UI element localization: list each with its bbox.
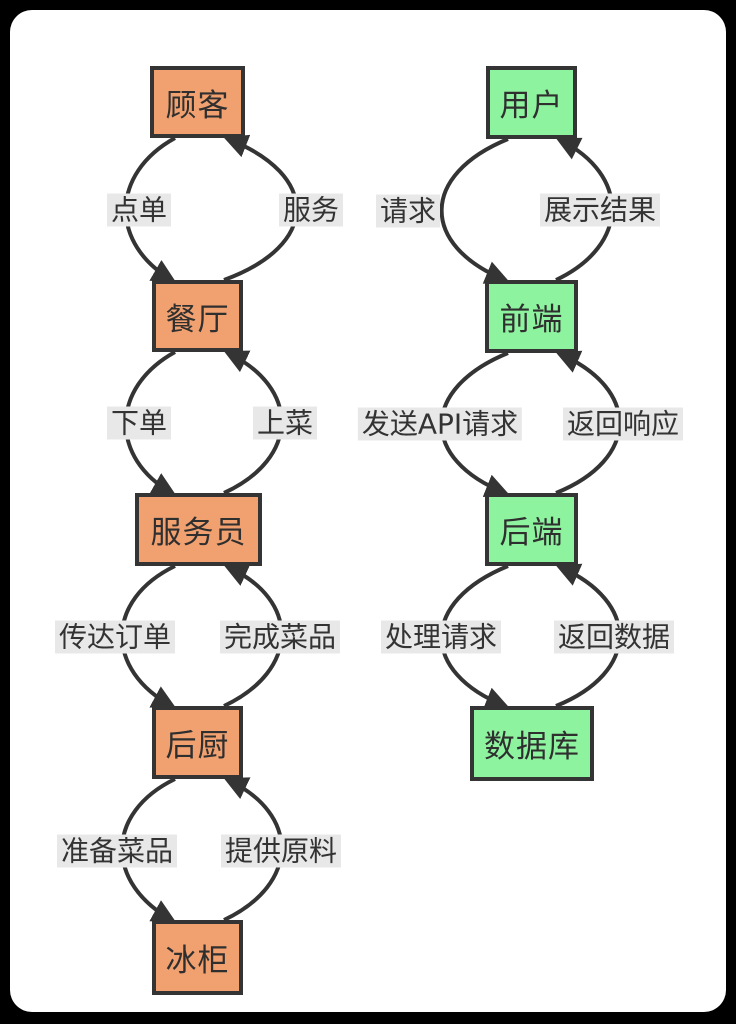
edge-label-process-request: 处理请求 <box>380 620 502 654</box>
node-frontend: 前端 <box>485 280 578 353</box>
edge-label-serve-dish: 上菜 <box>252 406 318 440</box>
edge-label-request: 请求 <box>375 194 441 228</box>
edge-label-place-order: 下单 <box>106 406 172 440</box>
node-database: 数据库 <box>470 706 594 781</box>
edge-label-order: 点单 <box>106 193 172 227</box>
edge-label-supply-material: 提供原料 <box>220 834 342 868</box>
edge-label-relay-order: 传达订单 <box>54 620 176 654</box>
edge-label-prepare-dish: 准备菜品 <box>56 834 178 868</box>
edge-label-serve: 服务 <box>278 193 344 227</box>
edge-label-return-data: 返回数据 <box>553 620 675 654</box>
edge-label-send-api-request: 发送API请求 <box>357 407 523 441</box>
node-restaurant: 餐厅 <box>152 280 243 352</box>
edge-label-finish-dish: 完成菜品 <box>219 620 341 654</box>
edge-label-show-result: 展示结果 <box>539 193 661 227</box>
edge-label-return-response: 返回响应 <box>562 407 684 441</box>
node-waiter: 服务员 <box>135 493 262 566</box>
node-customer: 顾客 <box>150 66 245 138</box>
node-user: 用户 <box>486 66 577 139</box>
node-freezer: 冰柜 <box>152 920 243 995</box>
node-backend: 后端 <box>485 493 578 566</box>
node-kitchen: 后厨 <box>152 706 243 779</box>
